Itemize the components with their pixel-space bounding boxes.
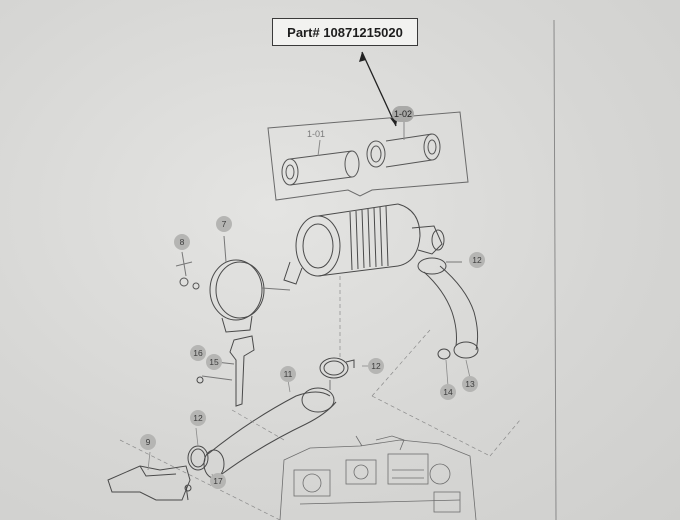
- mounting-band: [209, 235, 291, 333]
- arrow-head-top: [359, 52, 366, 62]
- callout-1-02: 1-02: [392, 106, 414, 122]
- support-bracket: [196, 335, 255, 407]
- callout-12-left: 12: [190, 410, 206, 426]
- page-divider-line: [553, 19, 557, 520]
- filter-element-inner: [281, 150, 360, 186]
- pointer-arrow: [361, 51, 397, 127]
- callout-15: 15: [206, 354, 222, 370]
- bolt-hardware: [175, 251, 200, 290]
- callout-14: 14: [440, 384, 456, 400]
- engine-outline: [279, 435, 477, 520]
- hose-clamp-left: [187, 445, 209, 471]
- filter-element-outer: [366, 133, 441, 168]
- air-inlet-duct: [107, 465, 192, 501]
- callout-12-right: 12: [469, 252, 485, 268]
- callout-7: 7: [216, 216, 232, 232]
- air-cleaner-housing: [283, 203, 445, 285]
- callout-11: 11: [280, 366, 296, 382]
- callout-12-center: 12: [368, 358, 384, 374]
- callout-9: 9: [140, 434, 156, 450]
- filter-bracket: [267, 111, 469, 201]
- part-number-box: Part# 10871215020: [272, 18, 418, 46]
- hose-clamp-upper: [319, 357, 355, 379]
- callout-16: 16: [190, 345, 206, 361]
- callout-13: 13: [462, 376, 478, 392]
- intake-hose: [203, 380, 337, 479]
- callout-8: 8: [174, 234, 190, 250]
- outlet-hose: [417, 257, 479, 360]
- callout-1-01: 1-01: [306, 129, 325, 139]
- callout-17: 17: [210, 473, 226, 489]
